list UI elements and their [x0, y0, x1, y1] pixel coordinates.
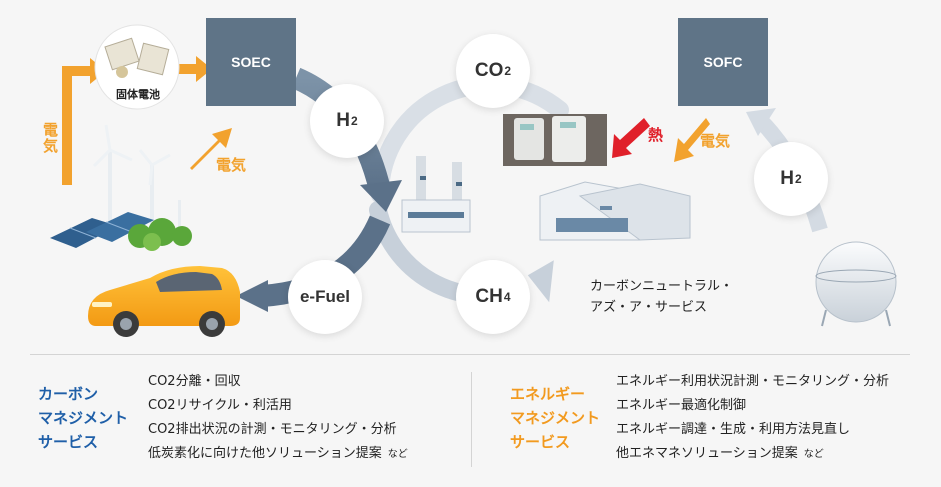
energy-item-4-row: 他エネマネソリューション提案など: [616, 442, 889, 467]
carbon-suffix: など: [387, 449, 408, 460]
electricity-label-turbine: 電気: [216, 156, 247, 174]
energy-item-3: エネルギー調達・生成・利用方法見直し: [616, 422, 851, 437]
co2-sub: 2: [504, 64, 512, 78]
service-name-line-1: カーボンニュートラル・: [590, 279, 734, 294]
energy-item-2: エネルギー最適化制御: [616, 398, 747, 413]
energy-title-line-3: サービス: [510, 433, 571, 451]
h2-left-main: H: [336, 110, 351, 131]
energy-item-4: 他エネマネソリューション提案: [616, 446, 798, 461]
energy-suffix: など: [803, 449, 824, 460]
solar-panels: [50, 212, 154, 248]
energy-item-1: エネルギー利用状況計測・モニタリング・分析: [616, 374, 890, 389]
power-plant-illustration: [401, 156, 471, 233]
efuel-label: e-Fuel: [299, 287, 351, 306]
carbon-item-2: CO2リサイクル・利活用: [148, 398, 292, 413]
carbon-title-line-2: マネジメント: [38, 409, 129, 427]
soec-box: SOEC: [206, 18, 296, 106]
h2-right-main: H: [780, 168, 795, 189]
heat-label: 熱: [648, 126, 664, 144]
energy-title-line-2: マネジメント: [510, 409, 601, 427]
carbon-item-4-row: 低炭素化に向けた他ソリューション提案など: [148, 442, 408, 467]
electricity-arrows: [62, 56, 710, 185]
efuel-bubble: e-Fuel: [288, 260, 362, 334]
ch4-main: CH: [475, 286, 503, 307]
carbon-management-title: カーボン マネジメント サービス: [38, 382, 128, 454]
electricity-label-sofc: 電気: [700, 132, 731, 150]
trees: [128, 218, 192, 251]
sofc-label: SOFC: [703, 54, 743, 70]
service-name-line-2: アズ・ア・サービス: [590, 300, 708, 315]
carbon-title-line-3: サービス: [38, 433, 99, 451]
column-divider: [471, 372, 472, 467]
hydrogen-tank-illustration: [815, 241, 897, 327]
service-name: カーボンニュートラル・ アズ・ア・サービス: [590, 276, 733, 318]
solid-battery-illustration: [94, 24, 180, 110]
fuel-cell-photo: [503, 114, 607, 166]
h2-right-sub: 2: [795, 172, 802, 186]
wind-turbines: [92, 124, 181, 240]
ch4-sub: 4: [503, 290, 511, 304]
factory-illustration: [539, 181, 691, 241]
heat-arrow: [612, 118, 650, 158]
energy-management-title: エネルギー マネジメント サービス: [510, 382, 600, 454]
h2-left-sub: 2: [351, 114, 358, 128]
car-illustration: [88, 266, 240, 337]
sofc-box: SOFC: [678, 18, 768, 106]
solid-battery-label: 固体電池: [116, 88, 160, 101]
carbon-item-1: CO2分離・回収: [148, 374, 241, 389]
electricity-label-vertical: 電気: [41, 122, 59, 154]
co2-main: CO: [474, 60, 504, 81]
section-divider: [30, 354, 910, 355]
carbon-management-list: CO2分離・回収 CO2リサイクル・利活用 CO2排出状況の計測・モニタリング・…: [148, 370, 408, 467]
soec-label: SOEC: [231, 54, 271, 70]
energy-title-line-1: エネルギー: [510, 385, 586, 403]
carbon-title-line-1: カーボン: [38, 385, 99, 403]
carbon-item-4: 低炭素化に向けた他ソリューション提案: [148, 446, 382, 461]
energy-management-list: エネルギー利用状況計測・モニタリング・分析 エネルギー最適化制御 エネルギー調達…: [616, 370, 889, 467]
carbon-item-3: CO2排出状況の計測・モニタリング・分析: [148, 422, 397, 437]
